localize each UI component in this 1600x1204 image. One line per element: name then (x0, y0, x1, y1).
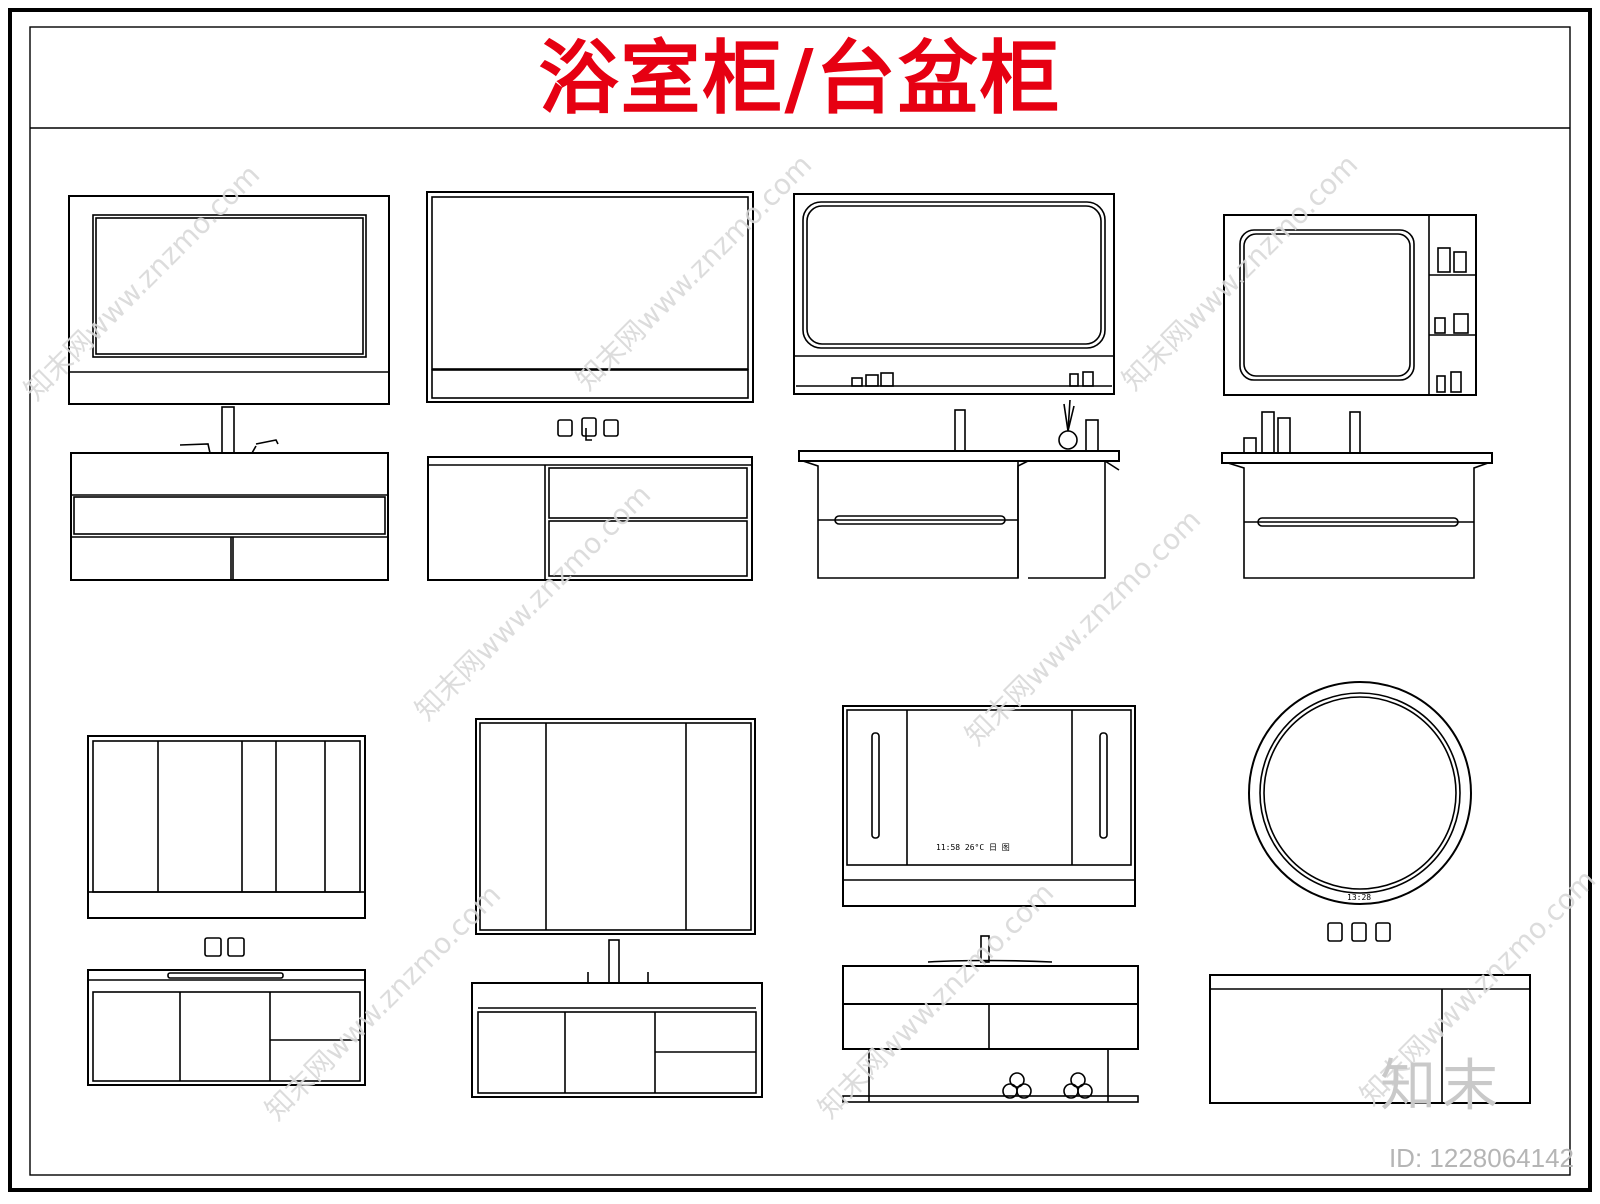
vanity-5 (87, 735, 366, 1086)
inner-frame (29, 26, 1571, 1176)
vanity-2 (426, 191, 754, 581)
mirror-display-1: 11:58 26°C 日 图 (936, 843, 1010, 852)
outer-frame (8, 8, 1592, 1192)
vanity-3 (793, 193, 1120, 579)
vanity-1 (68, 195, 390, 581)
page-title: 浴室柜/台盆柜 (538, 31, 1062, 125)
vanity-7 (842, 705, 1139, 1103)
vanity-8 (1209, 681, 1531, 1104)
vanity-4 (1221, 214, 1493, 579)
id-label: ID: 1228064142 (1388, 1143, 1574, 1173)
mirror-display-2: 13:28 (1347, 893, 1371, 902)
brand-logo: 知末 (1380, 1054, 1504, 1119)
vanity-6 (471, 718, 763, 1098)
